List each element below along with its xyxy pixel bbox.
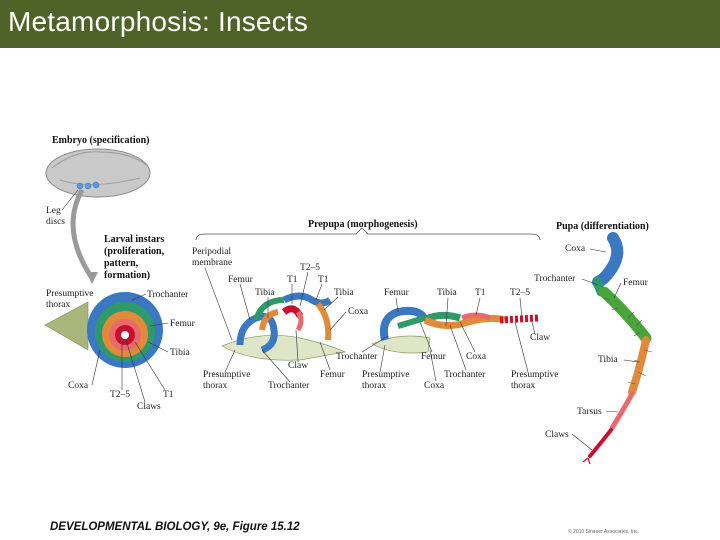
prepupa-b-coxa-label: Coxa xyxy=(466,352,487,362)
prepupa-a-t25-label: T2–5 xyxy=(300,263,320,273)
prepupa-b-claw-label: Claw xyxy=(530,333,550,343)
prepupa-b-trochanter-label: Trochanter xyxy=(336,352,378,362)
prepupa-b-presumptive-thorax2-label: Presumptive thorax xyxy=(511,370,561,391)
prepupa-bracket xyxy=(195,227,541,241)
prepupa-b-coxa2-label: Coxa xyxy=(424,381,445,391)
pupa-tarsus-label: Tarsus xyxy=(577,407,602,417)
prepupa-a-femur-label: Femur xyxy=(228,275,254,285)
prepupa-a-t1b-label: T1 xyxy=(318,275,329,285)
prepupa-b-tibia-label: Tibia xyxy=(437,288,457,298)
prepupa-b-leaders xyxy=(361,297,536,382)
pupa-heading: Pupa (differentiation) xyxy=(556,221,649,232)
prepupa-a-trochanter-label: Trochanter xyxy=(268,381,310,391)
pupa-leg-drawing xyxy=(582,232,653,465)
prepupa-heading: Prepupa (morphogenesis) xyxy=(308,219,418,230)
copyright-notice: © 2010 Sinauer Associates, Inc. xyxy=(568,529,639,535)
pupa-trochanter-label: Trochanter xyxy=(534,274,576,284)
larval-coxa-label: Coxa xyxy=(68,381,89,391)
figure-caption: DEVELOPMENTAL BIOLOGY, 9e, Figure 15.12 xyxy=(50,521,300,533)
prepupa-b-t25-label: T2–5 xyxy=(510,288,530,298)
larval-femur-label: Femur xyxy=(170,319,196,329)
prepupa-b-femur-label: Femur xyxy=(384,288,410,298)
prepupa-a-claw-label: Claw xyxy=(288,361,308,371)
larval-heading: Larval instars (proliferation, pattern, … xyxy=(104,234,167,281)
larval-t25-label: T2–5 xyxy=(110,390,130,400)
prepupa-b-t1-label: T1 xyxy=(475,288,486,298)
embryo-heading: Embryo (specification) xyxy=(52,135,150,146)
pupa-tibia-label: Tibia xyxy=(598,355,618,365)
prepupa-stage-a-drawing xyxy=(221,292,347,361)
larval-trochanter-label: Trochanter xyxy=(147,290,189,300)
embryo-drawing xyxy=(45,148,151,284)
pupa-femur-label: Femur xyxy=(623,278,649,288)
prepupa-b-trochanter2-label: Trochanter xyxy=(444,370,486,380)
larval-leaders xyxy=(91,293,169,403)
pupa-claws-label: Claws xyxy=(545,430,569,440)
peripodial-leader xyxy=(204,267,233,341)
prepupa-a-leaders xyxy=(224,271,347,383)
larval-presumptive-thorax-label: Presumptive thorax xyxy=(46,289,96,310)
larval-tibia-label: Tibia xyxy=(170,348,190,358)
prepupa-b-presumptive-thorax-label: Presumptive thorax xyxy=(362,370,412,391)
prepupa-a-coxa-label: Coxa xyxy=(348,307,369,317)
prepupa-a-tibia2-label: Tibia xyxy=(334,288,354,298)
prepupa-a-femur2-label: Femur xyxy=(320,370,346,380)
larval-claws-label: Claws xyxy=(137,402,161,412)
larval-disc-drawing xyxy=(44,292,163,368)
prepupa-a-t1-label: T1 xyxy=(287,275,298,285)
prepupa-a-tibia-label: Tibia xyxy=(255,288,275,298)
prepupa-stage-b-drawing xyxy=(371,306,539,354)
pupa-coxa-label: Coxa xyxy=(565,244,586,254)
prepupa-b-femur2-label: Femur xyxy=(421,352,447,362)
leg-discs-label: Leg discs xyxy=(46,206,65,227)
title-bar xyxy=(0,0,720,48)
leg-discs-leader xyxy=(61,189,79,211)
pupa-leaders xyxy=(571,248,639,451)
peripodial-membrane-label: Peripodial membrane xyxy=(192,247,233,268)
prepupa-a-presumptive-thorax-label: Presumptive thorax xyxy=(203,370,253,391)
slide-title: Metamorphosis: Insects xyxy=(8,6,309,37)
larval-t1-label: T1 xyxy=(163,390,174,400)
